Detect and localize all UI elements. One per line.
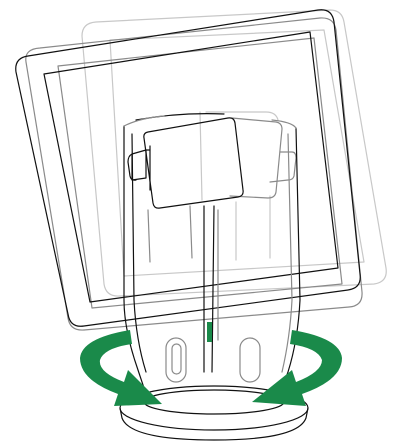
screen-front	[16, 10, 361, 327]
bracket-front	[128, 118, 243, 208]
screen-ghost-right	[82, 10, 386, 296]
screen-ghost-middle	[26, 18, 362, 330]
bracket-ghost	[206, 112, 296, 198]
stand-ghost-legs	[148, 112, 270, 340]
